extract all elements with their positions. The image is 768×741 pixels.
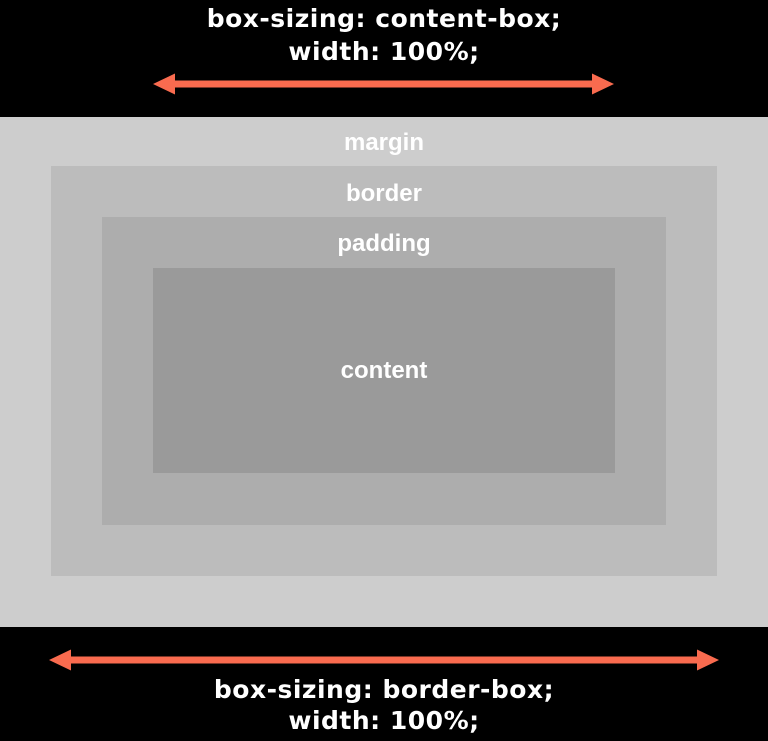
border-box-caption: box-sizing: border-box; width: 100%;: [0, 674, 768, 736]
caption-line-1: box-sizing: content-box;: [206, 4, 562, 33]
content-box: content: [153, 268, 615, 473]
border-box: border padding content: [51, 166, 717, 576]
margin-label: margin: [343, 129, 424, 156]
arrow-head-right-icon: [592, 73, 614, 95]
arrow-head-right-icon: [697, 649, 719, 671]
caption-line-1: box-sizing: border-box;: [213, 675, 555, 704]
arrow-head-left-icon: [49, 649, 71, 671]
border-label: border: [345, 180, 422, 207]
margin-box: margin border padding content: [0, 117, 768, 627]
content-box-caption: box-sizing: content-box; width: 100%;: [0, 2, 768, 68]
content-label: content: [340, 356, 428, 384]
caption-line-2: width: 100%;: [288, 706, 480, 735]
content-width-arrow: [153, 73, 614, 95]
padding-label: padding: [337, 230, 431, 257]
caption-line-2: width: 100%;: [288, 37, 480, 66]
padding-box: padding content: [102, 217, 666, 525]
arrow-head-left-icon: [153, 73, 175, 95]
border-box-width-arrow: [49, 649, 719, 671]
